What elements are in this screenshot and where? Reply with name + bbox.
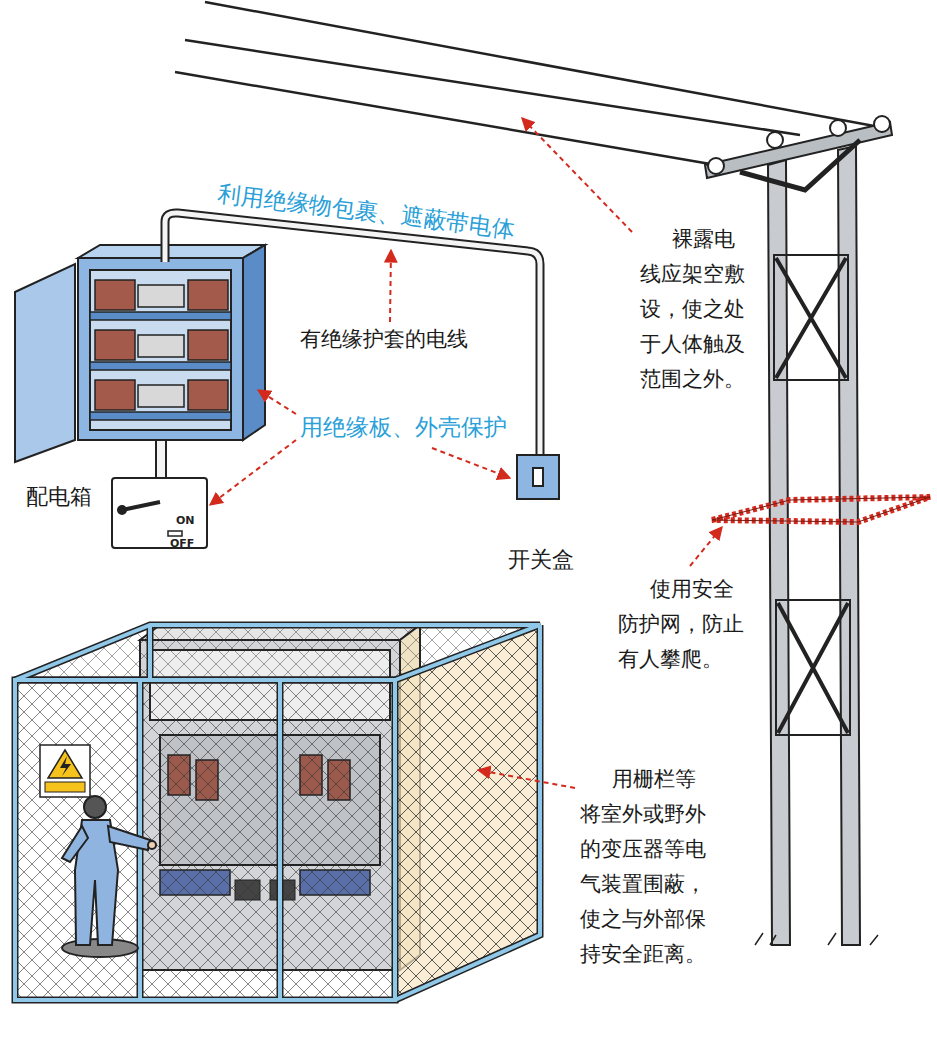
distribution-box — [15, 245, 265, 462]
safety-fence — [15, 625, 540, 1000]
part-name: 配电箱 — [26, 484, 92, 510]
warning-sign — [40, 745, 90, 797]
wire-label: 有绝缘护套的电线 — [300, 327, 468, 352]
power-wires — [175, 2, 885, 166]
insulated-conduit — [165, 213, 540, 458]
leader-arrows — [210, 118, 722, 788]
switch-box — [517, 455, 559, 499]
callout-note: 使用安全防护网，防止有人攀爬。 — [618, 572, 747, 677]
part-name: 开关盒 — [508, 547, 574, 573]
switch-marking: OFF — [170, 537, 194, 550]
switch-marking: ON — [176, 514, 195, 527]
worker-figure — [62, 796, 156, 957]
main-switch — [112, 440, 207, 548]
anti-climb-net — [712, 497, 930, 522]
callout-note: 用栅栏等将室外或野外的变压器等电气装置围蔽，使之与外部保持安全距离。 — [580, 762, 709, 972]
callout-note: 裸露电线应架空敷设，使之处于人体触及范围之外。 — [640, 222, 748, 397]
housing-heading: 用绝缘板、外壳保护 — [300, 414, 507, 442]
